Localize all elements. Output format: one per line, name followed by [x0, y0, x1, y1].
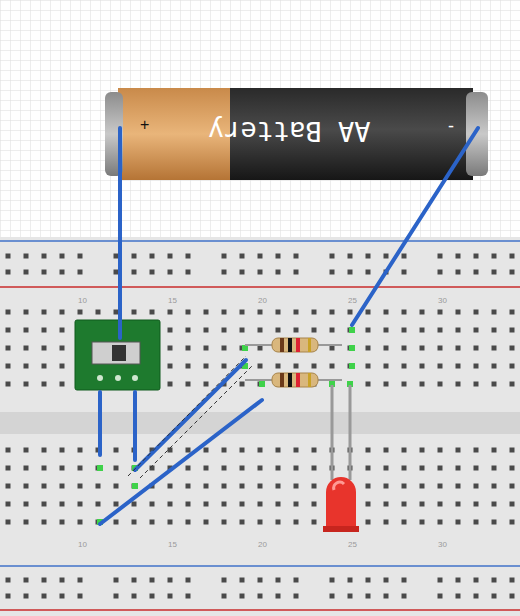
column-number: 20 — [258, 540, 267, 549]
breadboard — [0, 237, 520, 616]
grid-paper — [0, 0, 520, 240]
battery: + AA Battery - — [118, 88, 473, 180]
column-number: 15 — [168, 296, 177, 305]
resistor-symbol — [245, 338, 342, 352]
polarity-mark: + — [140, 116, 149, 134]
breadboard-holes — [6, 254, 515, 599]
column-number: 20 — [258, 296, 267, 305]
slide-switch — [75, 320, 160, 390]
column-number: 10 — [78, 296, 87, 305]
column-number: 15 — [168, 540, 177, 549]
battery-body — [105, 88, 488, 180]
led — [323, 385, 359, 532]
center-channel — [0, 412, 520, 434]
battery-label: AA Battery — [208, 116, 371, 147]
column-number: 25 — [348, 296, 357, 305]
column-number: 30 — [438, 296, 447, 305]
column-number: 10 — [78, 540, 87, 549]
column-number: 30 — [438, 540, 447, 549]
polarity-mark: - — [448, 116, 454, 137]
resistor-symbol — [245, 373, 342, 387]
wire — [100, 128, 478, 524]
column-number: 25 — [348, 540, 357, 549]
